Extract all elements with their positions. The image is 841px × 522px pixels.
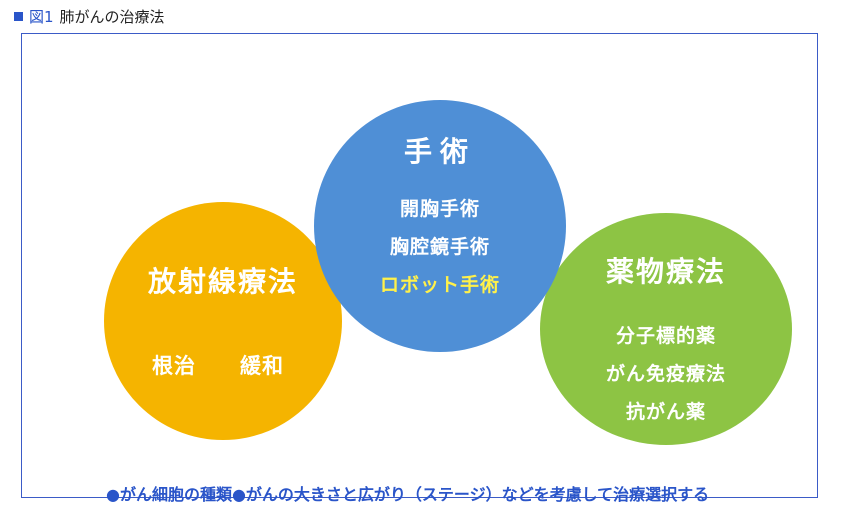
surgery-heading: 手術 [403,135,476,168]
drug-therapy-circle: 薬物療法 分子標的薬 がん免疫療法 抗がん薬 [540,213,792,445]
figure-label: 図1 [29,8,54,26]
surgery-circle: 手術 開胸手術 胸腔鏡手術 ロボット手術 [314,100,566,352]
drug-item-molecular-targeted: 分子標的薬 [615,325,716,347]
radiation-therapy-circle: 放射線療法 根治 緩和 [104,202,342,440]
surgery-item-thoracoscopic: 胸腔鏡手術 [389,236,490,258]
figure-title-text: 肺がんの治療法 [59,8,165,26]
drug-therapy-heading: 薬物療法 [605,255,726,288]
radiation-item-palliative: 緩和 [240,354,284,378]
title-square-icon [14,12,23,21]
figure-title: 図1 肺がんの治療法 [14,6,165,27]
drug-item-immunotherapy: がん免疫療法 [605,363,726,385]
diagram-frame: 放射線療法 根治 緩和 薬物療法 分子標的薬 がん免疫療法 抗がん薬 手術 開胸… [21,33,818,504]
radiation-therapy-heading: 放射線療法 [147,265,298,298]
surgery-item-thoracotomy: 開胸手術 [399,198,480,220]
drug-item-anticancer: 抗がん薬 [625,401,706,423]
surgery-item-robotic: ロボット手術 [379,274,500,296]
treatment-footnote: ●がん細胞の種類●がんの大きさと広がり（ステージ）などを考慮して治療選択する [106,485,710,504]
radiation-item-curative: 根治 [152,354,196,378]
